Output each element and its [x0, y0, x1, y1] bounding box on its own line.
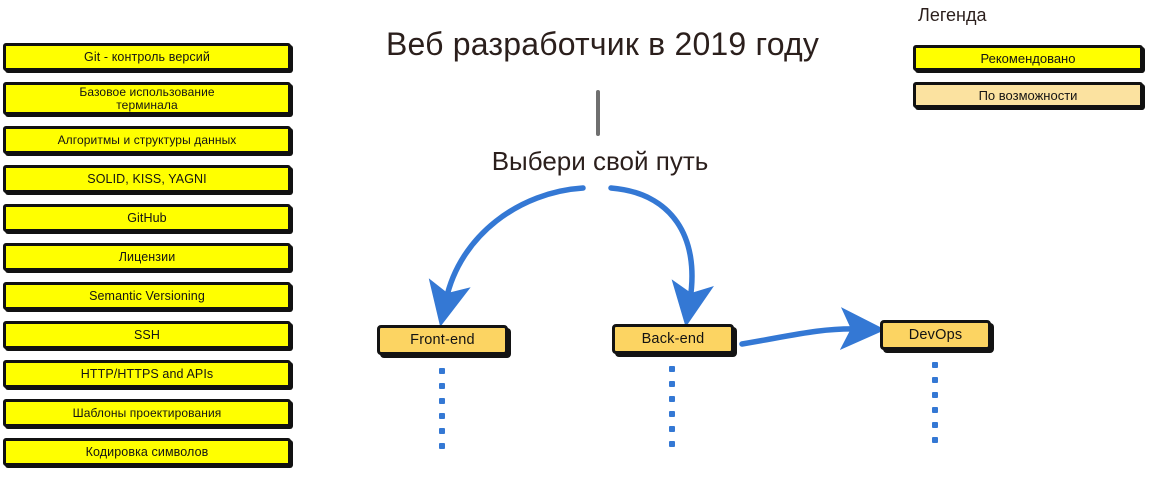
dot [439, 428, 445, 434]
path-box-label: DevOps [908, 327, 963, 343]
page-title: Веб разработчик в 2019 году [385, 26, 820, 62]
dot [932, 437, 938, 443]
dot [669, 366, 675, 372]
roadmap-canvas: Git - контроль версий Базовое использова… [3, 5, 1143, 466]
checklist-item-design-patterns[interactable]: Шаблоны проектирования [3, 399, 291, 427]
dot [439, 413, 445, 419]
arrow-backend-to-devops [739, 307, 886, 350]
checklist-item-label: Шаблоны проектирования [72, 405, 222, 420]
dot [669, 426, 675, 432]
checklist-item-solid-kiss-yagni[interactable]: SOLID, KISS, YAGNI [3, 165, 291, 193]
legend-item-label: Рекомендовано [980, 50, 1076, 66]
checklist-item-label: Кодировка символов [85, 444, 209, 459]
dot [669, 411, 675, 417]
dot [439, 398, 445, 404]
checklist-item-label: SSH [133, 327, 160, 342]
dotted-continuation-frontend [439, 368, 445, 449]
path-box-label: Front-end [410, 332, 475, 348]
dot [932, 362, 938, 368]
checklist-column: Git - контроль версий Базовое использова… [3, 43, 293, 477]
dot [439, 368, 445, 374]
subtitle-choose-your-path: Выбери свой путь [491, 146, 709, 176]
checklist-item-licenses[interactable]: Лицензии [3, 243, 291, 271]
title-connector-line [596, 90, 600, 136]
dot [932, 422, 938, 428]
dot [669, 396, 675, 402]
checklist-item-github[interactable]: GitHub [3, 204, 291, 232]
arrow-to-backend [608, 185, 714, 328]
checklist-item-ssh[interactable]: SSH [3, 321, 291, 349]
checklist-item-label: GitHub [127, 210, 167, 225]
dot [669, 381, 675, 387]
path-box-label: Back-end [641, 331, 705, 347]
path-box-frontend[interactable]: Front-end [377, 325, 508, 355]
legend-title: Легенда [918, 5, 987, 25]
legend-item-optional: По возможности [913, 82, 1143, 108]
dot [932, 407, 938, 413]
dot [439, 443, 445, 449]
checklist-item-terminal[interactable]: Базовое использование терминала [3, 82, 291, 115]
dot [669, 441, 675, 447]
dot [439, 383, 445, 389]
checklist-item-label: Лицензии [118, 249, 176, 264]
arrow-to-frontend [428, 185, 586, 327]
path-box-backend[interactable]: Back-end [612, 324, 734, 354]
checklist-item-algorithms[interactable]: Алгоритмы и структуры данных [3, 126, 291, 154]
dot [932, 377, 938, 383]
dotted-continuation-devops [932, 362, 938, 443]
checklist-item-label: Базовое использование терминала [79, 84, 215, 112]
checklist-item-git[interactable]: Git - контроль версий [3, 43, 291, 71]
legend-item-recommended: Рекомендовано [913, 45, 1143, 71]
legend-item-label: По возможности [978, 87, 1078, 103]
path-box-devops[interactable]: DevOps [880, 320, 991, 350]
checklist-item-label: Semantic Versioning [89, 288, 205, 303]
checklist-item-label: HTTP/HTTPS and APIs [80, 366, 214, 381]
checklist-item-label: Git - контроль версий [84, 49, 210, 64]
checklist-item-label: SOLID, KISS, YAGNI [87, 171, 207, 186]
checklist-item-http-https-apis[interactable]: HTTP/HTTPS and APIs [3, 360, 291, 388]
checklist-item-label: Алгоритмы и структуры данных [57, 132, 237, 147]
dot [932, 392, 938, 398]
dotted-continuation-backend [669, 366, 675, 447]
checklist-item-semantic-versioning[interactable]: Semantic Versioning [3, 282, 291, 310]
checklist-item-character-encoding[interactable]: Кодировка символов [3, 438, 291, 466]
